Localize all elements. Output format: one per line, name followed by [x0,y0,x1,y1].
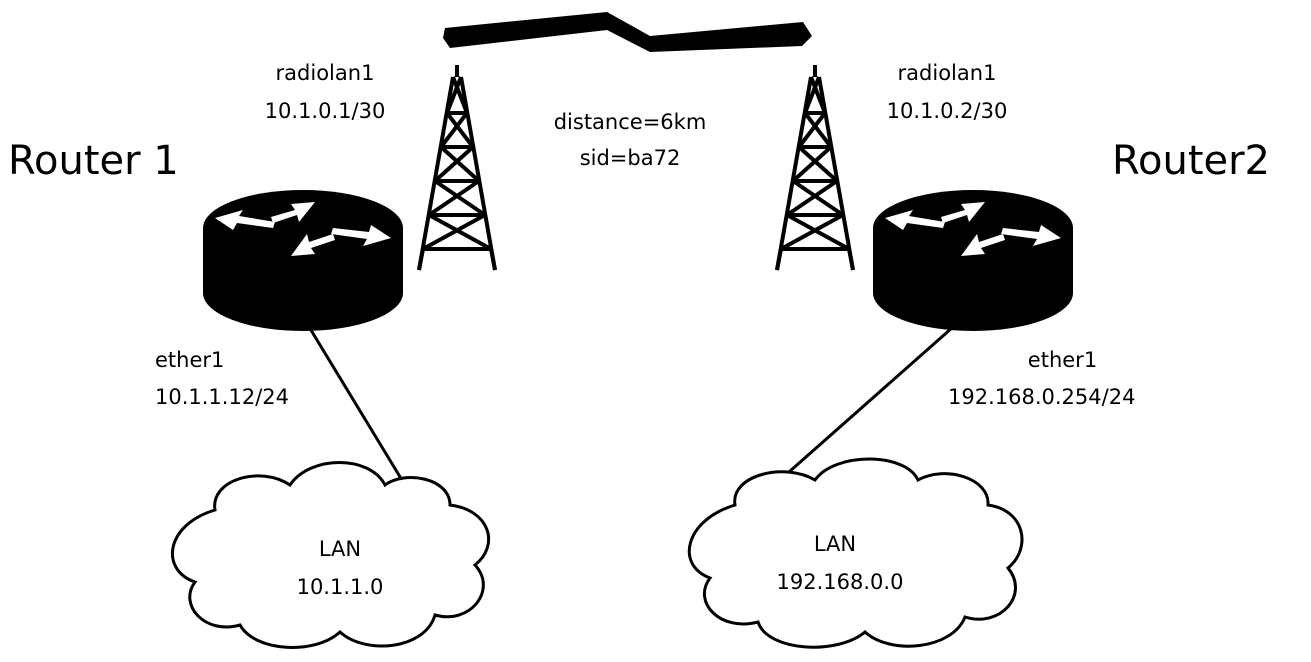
router-2-name: Router2 [1112,138,1271,184]
router-1-name: Router 1 [8,138,179,184]
router-1-radio-ip: 10.1.0.1/30 [264,99,386,123]
wireless-link-icon [443,12,812,52]
lan-2-label: LAN [813,532,857,556]
link-sid: sid=ba72 [579,146,681,170]
ethernet-link [771,310,971,489]
router-1-radio-iface: radiolan1 [275,61,375,85]
router-1-ether-ip: 10.1.1.12/24 [155,385,289,409]
antenna-tower-icon [775,63,855,272]
router-2-radio-iface: radiolan1 [897,61,997,85]
lan-1-label: LAN [318,537,362,561]
router-2-ether-ip: 192.168.0.254/24 [948,385,1136,409]
lan-2-network: 192.168.0.0 [776,570,904,594]
router-icon [873,190,1073,331]
router-1-ether-iface: ether1 [155,348,225,372]
lan-cloud-icon [687,457,1024,649]
link-distance: distance=6km [553,110,707,134]
ethernet-link [298,311,410,491]
antenna-tower-icon [417,63,497,272]
router-2-radio-ip: 10.1.0.2/30 [886,99,1008,123]
lan-cloud-icon [170,461,491,649]
router-2-ether-iface: ether1 [1027,348,1098,372]
router-icon [203,190,403,331]
lan-1-network: 10.1.1.0 [296,575,384,599]
